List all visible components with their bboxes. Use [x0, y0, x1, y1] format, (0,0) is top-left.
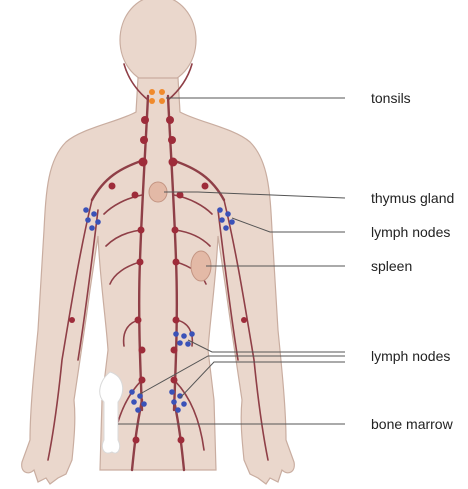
label-lymph-nodes-lower: lymph nodes: [371, 348, 450, 364]
label-lymph-nodes-axillary: lymph nodes: [371, 224, 450, 240]
body-silhouette: [22, 0, 295, 484]
label-thymus-gland: thymus gland: [371, 190, 454, 206]
label-bone-marrow: bone marrow: [371, 416, 454, 432]
label-tonsils: tonsils: [371, 90, 411, 106]
label-spleen: spleen: [371, 258, 412, 274]
labels: tonsils thymus gland lymph nodes spleen …: [371, 90, 454, 432]
